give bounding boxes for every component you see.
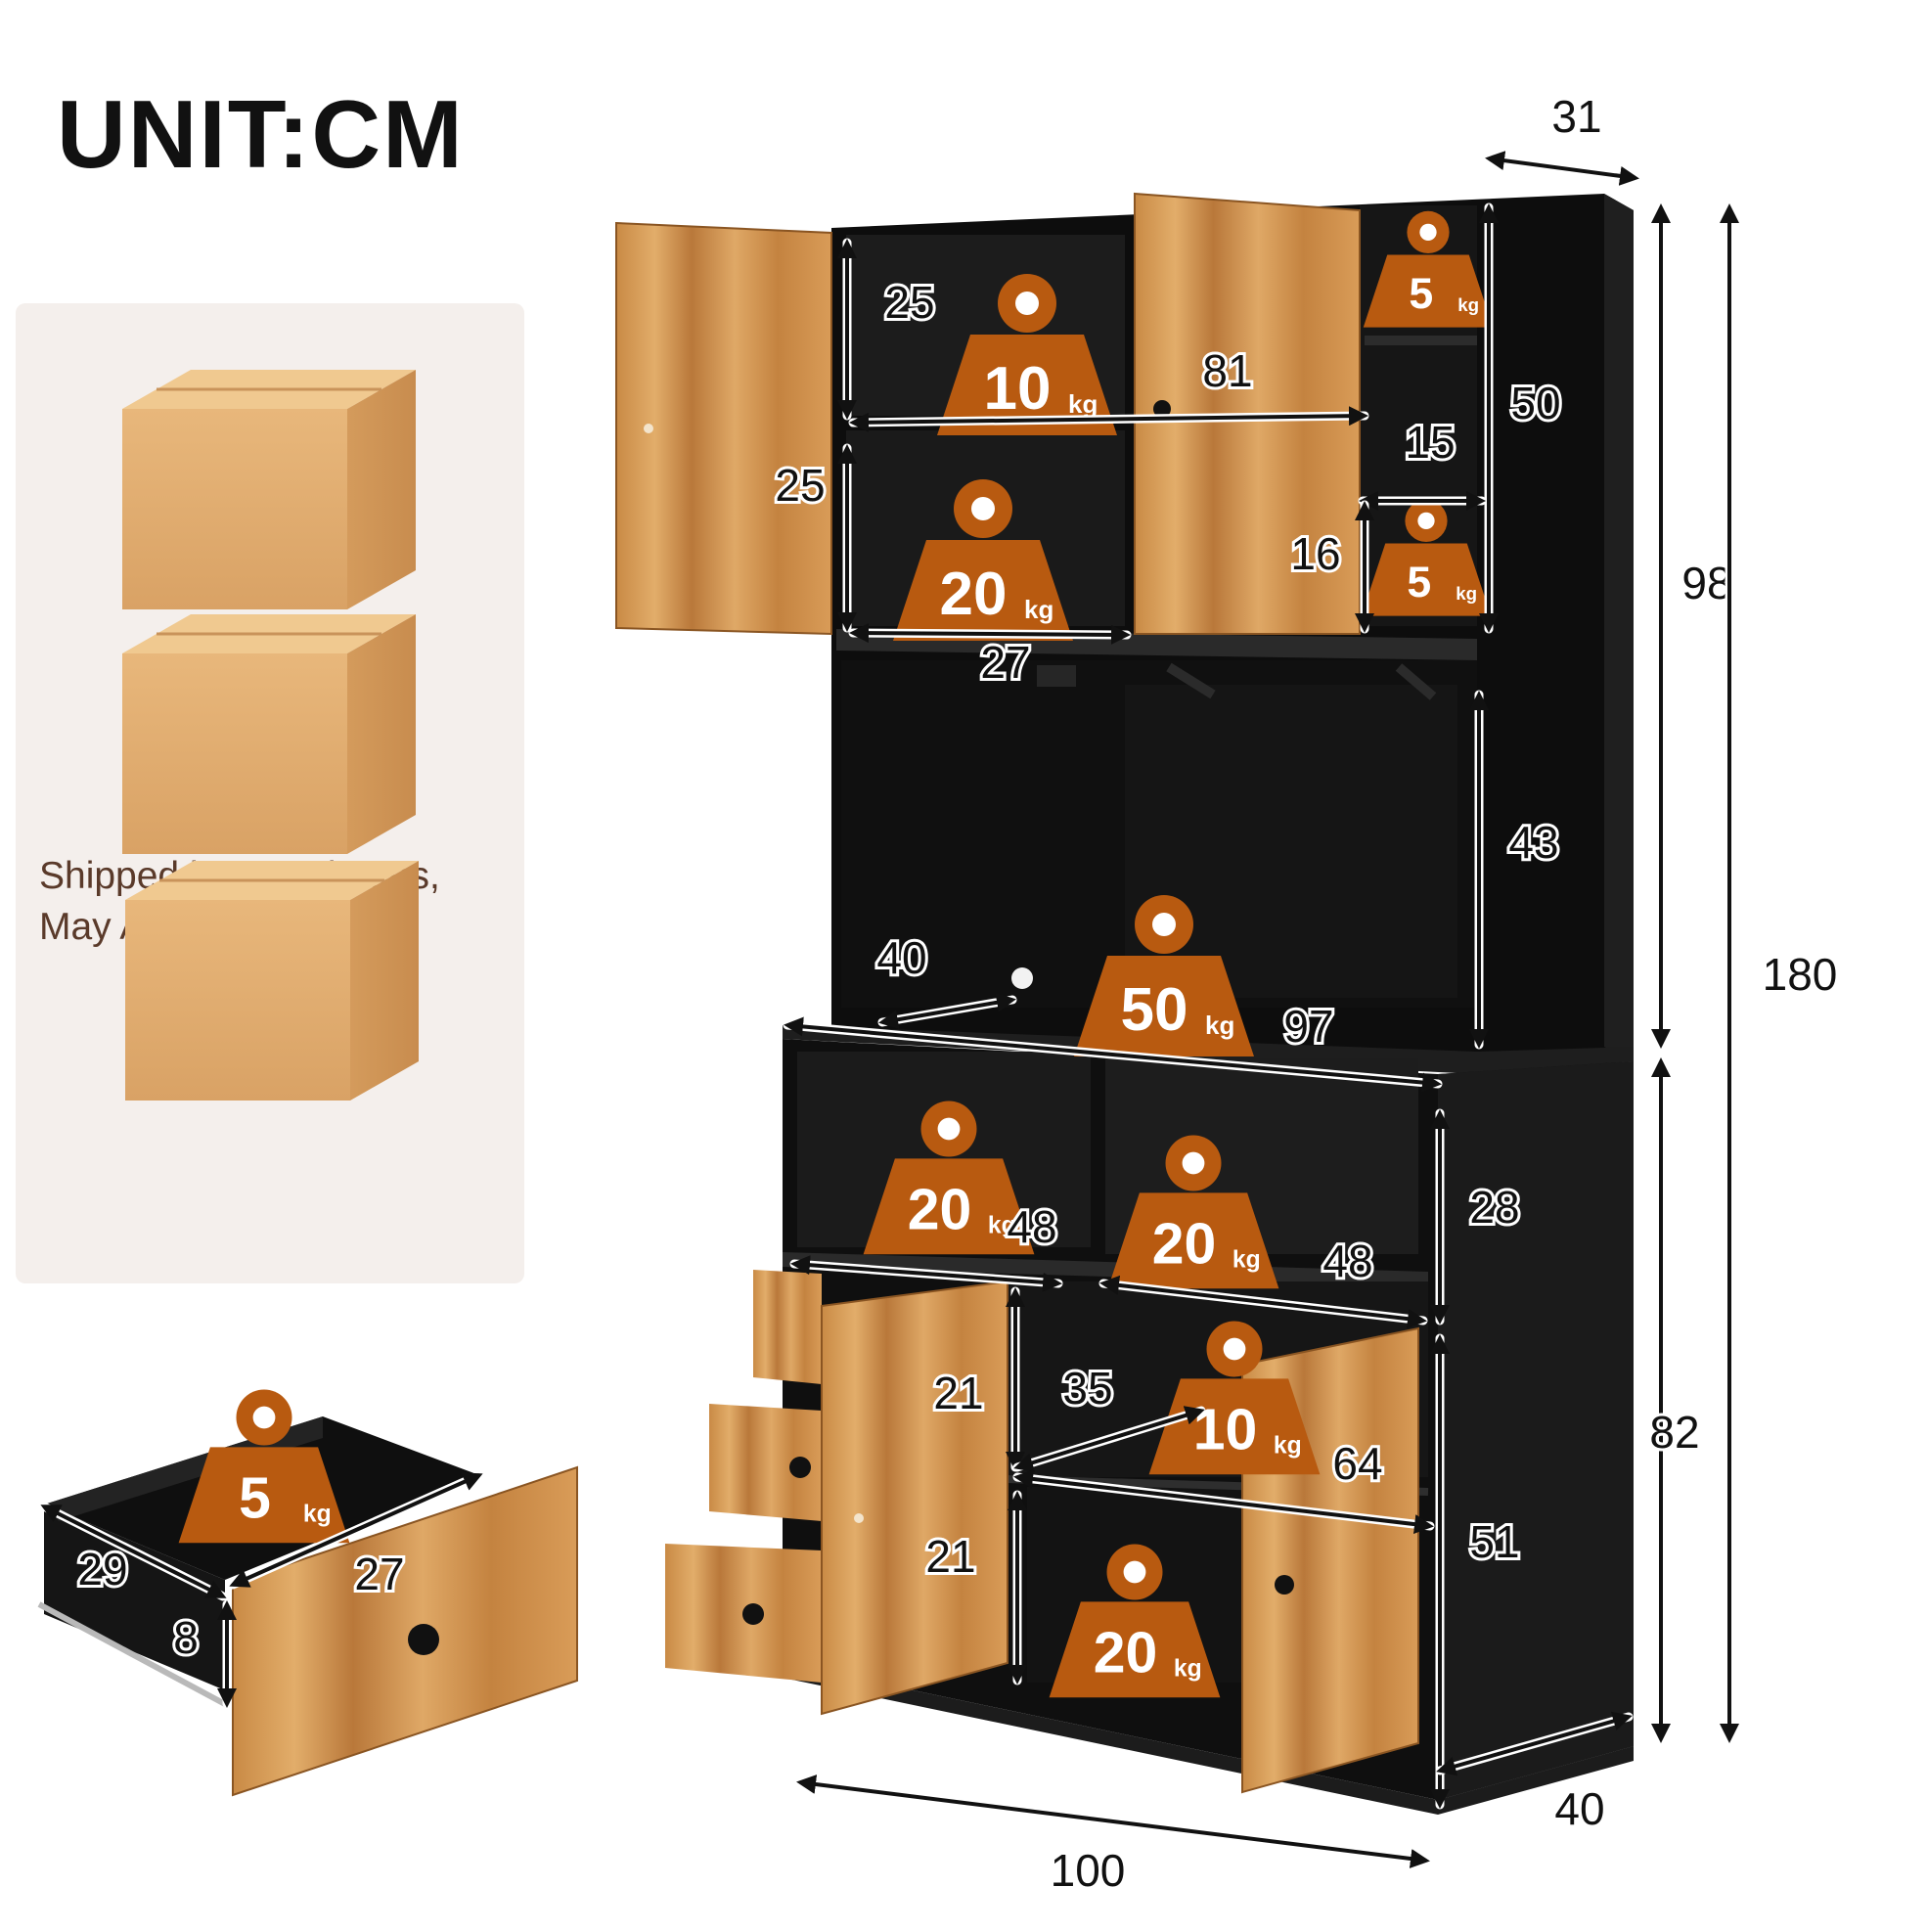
weight-value: 20 [940,561,1008,628]
dimension-label: 27 [980,637,1030,688]
dimension-arrow [796,1775,1430,1868]
shipping-box-1 [122,370,416,609]
weight-value: 5 [239,1467,271,1531]
dimension-arrow [1013,1468,1434,1535]
weight-unit: kg [1205,1011,1234,1040]
dimension-label: 35 [1062,1363,1112,1414]
dimension-label: 64 [1332,1438,1382,1489]
weight-badge-10: 5 kg [178,1389,350,1544]
dimension-label: 51 [1469,1516,1519,1567]
weight-unit: kg [1068,389,1098,419]
weight-unit: kg [1274,1432,1302,1459]
weight-value: 20 [1094,1622,1158,1685]
dimension-label: 98 [1681,558,1731,608]
weight-unit: kg [1457,294,1479,315]
weight-unit: kg [1232,1246,1261,1273]
weight-value: 20 [1152,1213,1217,1277]
weight-unit: kg [988,1212,1016,1238]
dimension-label: 21 [925,1531,975,1582]
dimension-label: 21 [933,1368,983,1418]
dimension-label: 25 [775,460,825,511]
upper-left-door [615,221,832,636]
dimension-label: 97 [1283,1001,1333,1052]
dimension-label: 29 [77,1544,127,1595]
shipping-box-2 [122,614,416,854]
weight-badge-2: 5 kg [1363,210,1494,328]
dimension-arrow [784,1016,1442,1093]
dimension-label: 81 [1202,345,1252,396]
weight-badge-6: 20 kg [863,1101,1035,1255]
dimension-arrow [849,623,1131,645]
dimension-label: 27 [354,1549,404,1599]
dimension-arrow [790,1255,1062,1292]
weight-badge-3: 20 kg [893,479,1073,641]
dimension-label: 43 [1508,817,1558,868]
dimension-label: 28 [1469,1182,1519,1233]
dimension-label: 82 [1649,1407,1699,1458]
dimension-arrow [229,1472,483,1588]
shipping-box-3 [125,861,419,1101]
dimension-label: 8 [173,1612,199,1663]
weight-unit: kg [1174,1655,1202,1682]
weight-value: 5 [1409,270,1433,318]
dimension-arrow [1436,1711,1633,1776]
lower-left-door [821,1280,1008,1716]
dimension-label: 31 [1551,91,1601,142]
unit-title: UNIT:CM [57,80,465,188]
dimension-label: 40 [1554,1783,1604,1834]
dimension-label: 180 [1763,949,1838,1000]
weight-value: 20 [908,1179,972,1242]
dimension-arrow [1099,1275,1427,1329]
dimension-label: 25 [884,277,934,328]
weight-badge-9: 20 kg [1049,1544,1221,1698]
dimension-label: 100 [1051,1845,1126,1896]
dimension-arrow [849,406,1368,432]
drawer-stack [665,1270,822,1683]
dimension-annotations: 31 25 81 50 15 25 16 98 27 43 40 97 180 28 48 48 21 35 64 8… [39,88,1840,1899]
dimension-label: 15 [1405,417,1455,468]
dimension-arrow [1013,1406,1205,1472]
weight-value: 10 [984,355,1052,423]
dimension-label: 50 [1510,378,1560,428]
dimension-arrow [1485,151,1639,186]
weight-unit: kg [1024,595,1053,624]
weight-value: 5 [1407,559,1431,607]
dimension-arrow [40,1505,227,1598]
dimension-label: 48 [1322,1236,1372,1286]
dimension-label: 48 [1007,1201,1056,1252]
dimension-label: 16 [1290,528,1340,579]
weight-unit: kg [1456,583,1477,604]
weight-unit: kg [303,1501,332,1527]
dimension-label: 40 [876,932,926,983]
weight-badge-7: 20 kg [1107,1135,1279,1289]
weight-value: 50 [1121,976,1188,1044]
